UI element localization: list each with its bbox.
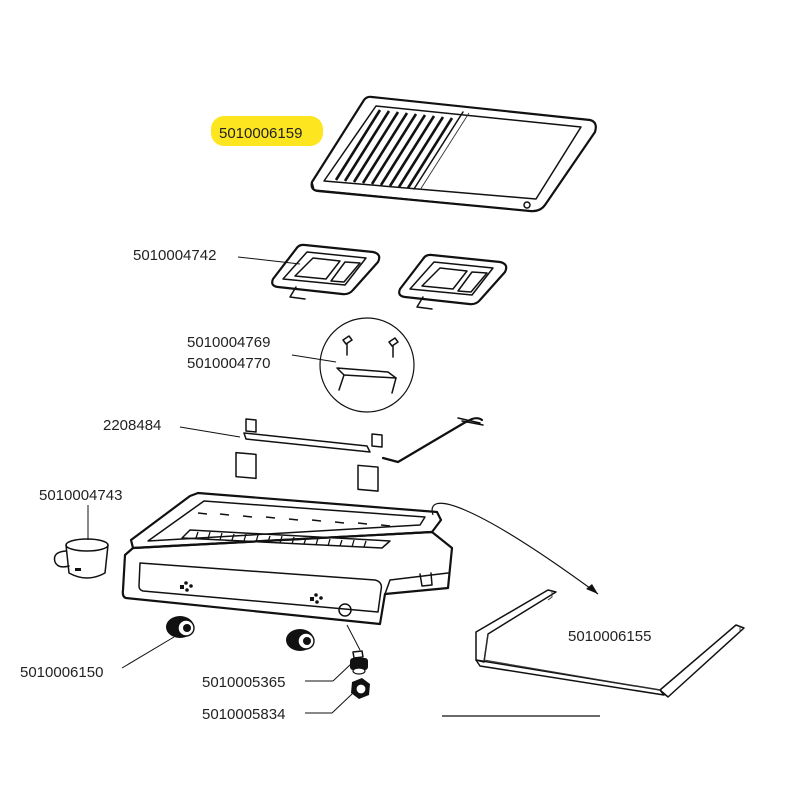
label-bracket-b: 5010004770 (187, 355, 270, 372)
label-burner-cover: 5010004742 (133, 247, 216, 264)
support-frame[interactable] (475, 589, 745, 698)
igniter-button[interactable] (350, 650, 368, 675)
label-control-knob: 5010006150 (20, 664, 103, 681)
label-bracket-a: 5010004769 (187, 334, 270, 351)
burner-tube-assembly[interactable] (235, 417, 484, 492)
bracket-detail[interactable] (319, 317, 415, 413)
burner-cover-left[interactable] (271, 243, 381, 300)
griddle-plate[interactable] (310, 95, 597, 213)
label-highlight (211, 116, 323, 146)
label-griddle-plate: 5010006159 (219, 125, 302, 142)
igniter-nut[interactable] (351, 678, 370, 699)
grill-base[interactable] (121, 491, 454, 626)
label-grease-cup: 5010004743 (39, 487, 122, 504)
label-igniter-button: 5010005365 (202, 674, 285, 691)
control-knob-right[interactable] (286, 629, 315, 651)
grill-ribs (334, 109, 454, 189)
control-knob-left[interactable] (166, 616, 195, 638)
label-igniter-nut: 5010005834 (202, 706, 285, 723)
label-burner-tube: 2208484 (103, 417, 161, 434)
label-support-frame: 5010006155 (568, 628, 651, 645)
burner-marks (180, 581, 323, 604)
burner-cover-right[interactable] (398, 253, 508, 310)
grease-cup[interactable] (53, 538, 109, 579)
leader-lines (87, 256, 361, 714)
guide-arrow (431, 502, 599, 595)
guide-arrow-head (586, 584, 598, 594)
vent-slots (197, 512, 391, 527)
